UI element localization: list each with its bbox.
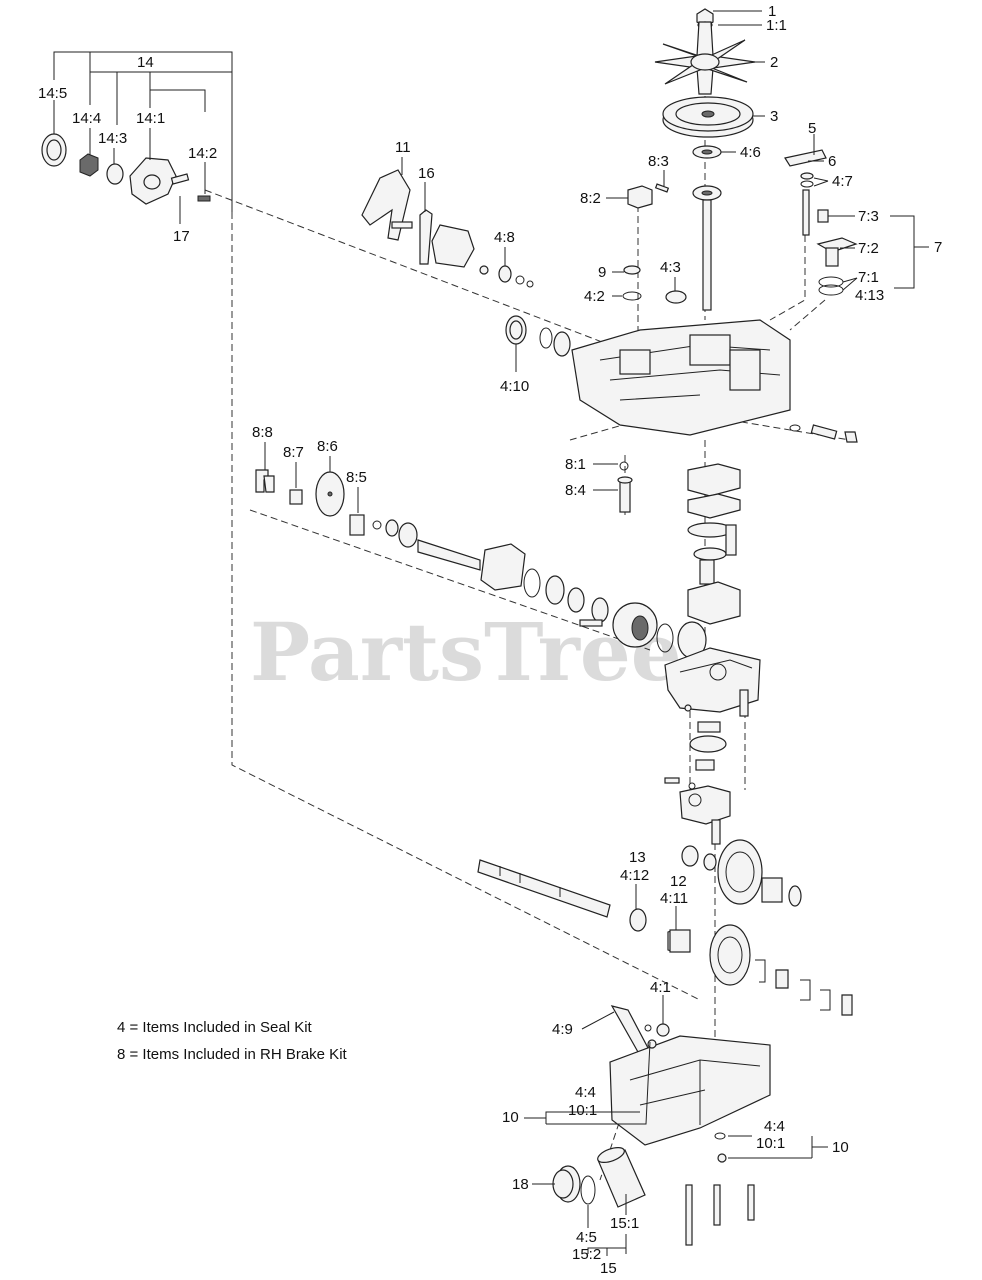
callout-4-3: 4:3 (660, 259, 681, 276)
callout-3: 3 (770, 108, 778, 125)
callout-14-5: 14:5 (38, 85, 67, 102)
callout-8-6: 8:6 (317, 438, 338, 455)
callout-1-1: 1:1 (766, 17, 787, 34)
callout-11: 11 (395, 139, 411, 156)
leader-lines (53, 10, 929, 1256)
callout-12: 12 (670, 873, 687, 890)
callout-9: 9 (598, 264, 606, 281)
callout-13: 13 (629, 849, 646, 866)
callout-10-left: 10 (502, 1109, 519, 1126)
callout-14-1: 14:1 (136, 110, 165, 127)
callout-4-5: 4:5 (576, 1229, 597, 1246)
callout-10-1-left: 10:1 (568, 1102, 597, 1119)
hub-assembly (41, 133, 211, 205)
note-brake-kit: 8 = Items Included in RH Brake Kit (117, 1046, 348, 1063)
callout-8-8: 8:8 (252, 424, 273, 441)
callout-8-2: 8:2 (580, 190, 601, 207)
callout-10-1-right: 10:1 (756, 1135, 785, 1152)
callout-15-2: 15:2 (572, 1246, 601, 1263)
callout-4-6: 4:6 (740, 144, 761, 161)
callout-4-4-right: 4:4 (764, 1118, 785, 1135)
callout-14: 14 (137, 54, 154, 71)
callout-7-3: 7:3 (858, 208, 879, 225)
callout-7: 7 (934, 239, 942, 256)
callout-14-4: 14:4 (72, 110, 101, 127)
callout-4-7: 4:7 (832, 173, 853, 190)
callout-15: 15 (600, 1260, 617, 1277)
callout-15-1: 15:1 (610, 1215, 639, 1232)
callout-14-2: 14:2 (188, 145, 217, 162)
callout-2: 2 (770, 54, 778, 71)
watermark: PartsTree (250, 605, 682, 699)
callout-5: 5 (808, 120, 816, 137)
callout-8-5: 8:5 (346, 469, 367, 486)
callout-7-1: 7:1 (858, 269, 879, 286)
callout-labels: 1 1:1 2 3 4:6 5 6 4:7 8:3 8:2 7:3 7:2 7 … (38, 3, 942, 1277)
callout-8-4: 8:4 (565, 482, 586, 499)
callout-8-7: 8:7 (283, 444, 304, 461)
upper-assembly (361, 8, 858, 443)
callout-4-13: 4:13 (855, 287, 884, 304)
callout-6: 6 (828, 153, 836, 170)
note-seal-kit: 4 = Items Included in Seal Kit (117, 1019, 313, 1036)
callout-4-12: 4:12 (620, 867, 649, 884)
callout-4-10: 4:10 (500, 378, 529, 395)
callout-4-9: 4:9 (552, 1021, 573, 1038)
lower-assembly (477, 839, 853, 1246)
callout-16: 16 (418, 165, 435, 182)
callout-18: 18 (512, 1176, 529, 1193)
callout-8-3: 8:3 (648, 153, 669, 170)
callout-7-2: 7:2 (858, 240, 879, 257)
callout-17: 17 (173, 228, 190, 245)
callout-4-4-left: 4:4 (575, 1084, 596, 1101)
callout-1: 1 (768, 3, 776, 20)
callout-10-right: 10 (832, 1139, 849, 1156)
brake-assembly (255, 461, 761, 845)
callout-4-11: 4:11 (660, 890, 688, 907)
callout-14-3: 14:3 (98, 130, 127, 147)
callout-4-2: 4:2 (584, 288, 605, 305)
callout-8-1: 8:1 (565, 456, 586, 473)
callout-4-8: 4:8 (494, 229, 515, 246)
callout-4-1: 4:1 (650, 979, 671, 996)
